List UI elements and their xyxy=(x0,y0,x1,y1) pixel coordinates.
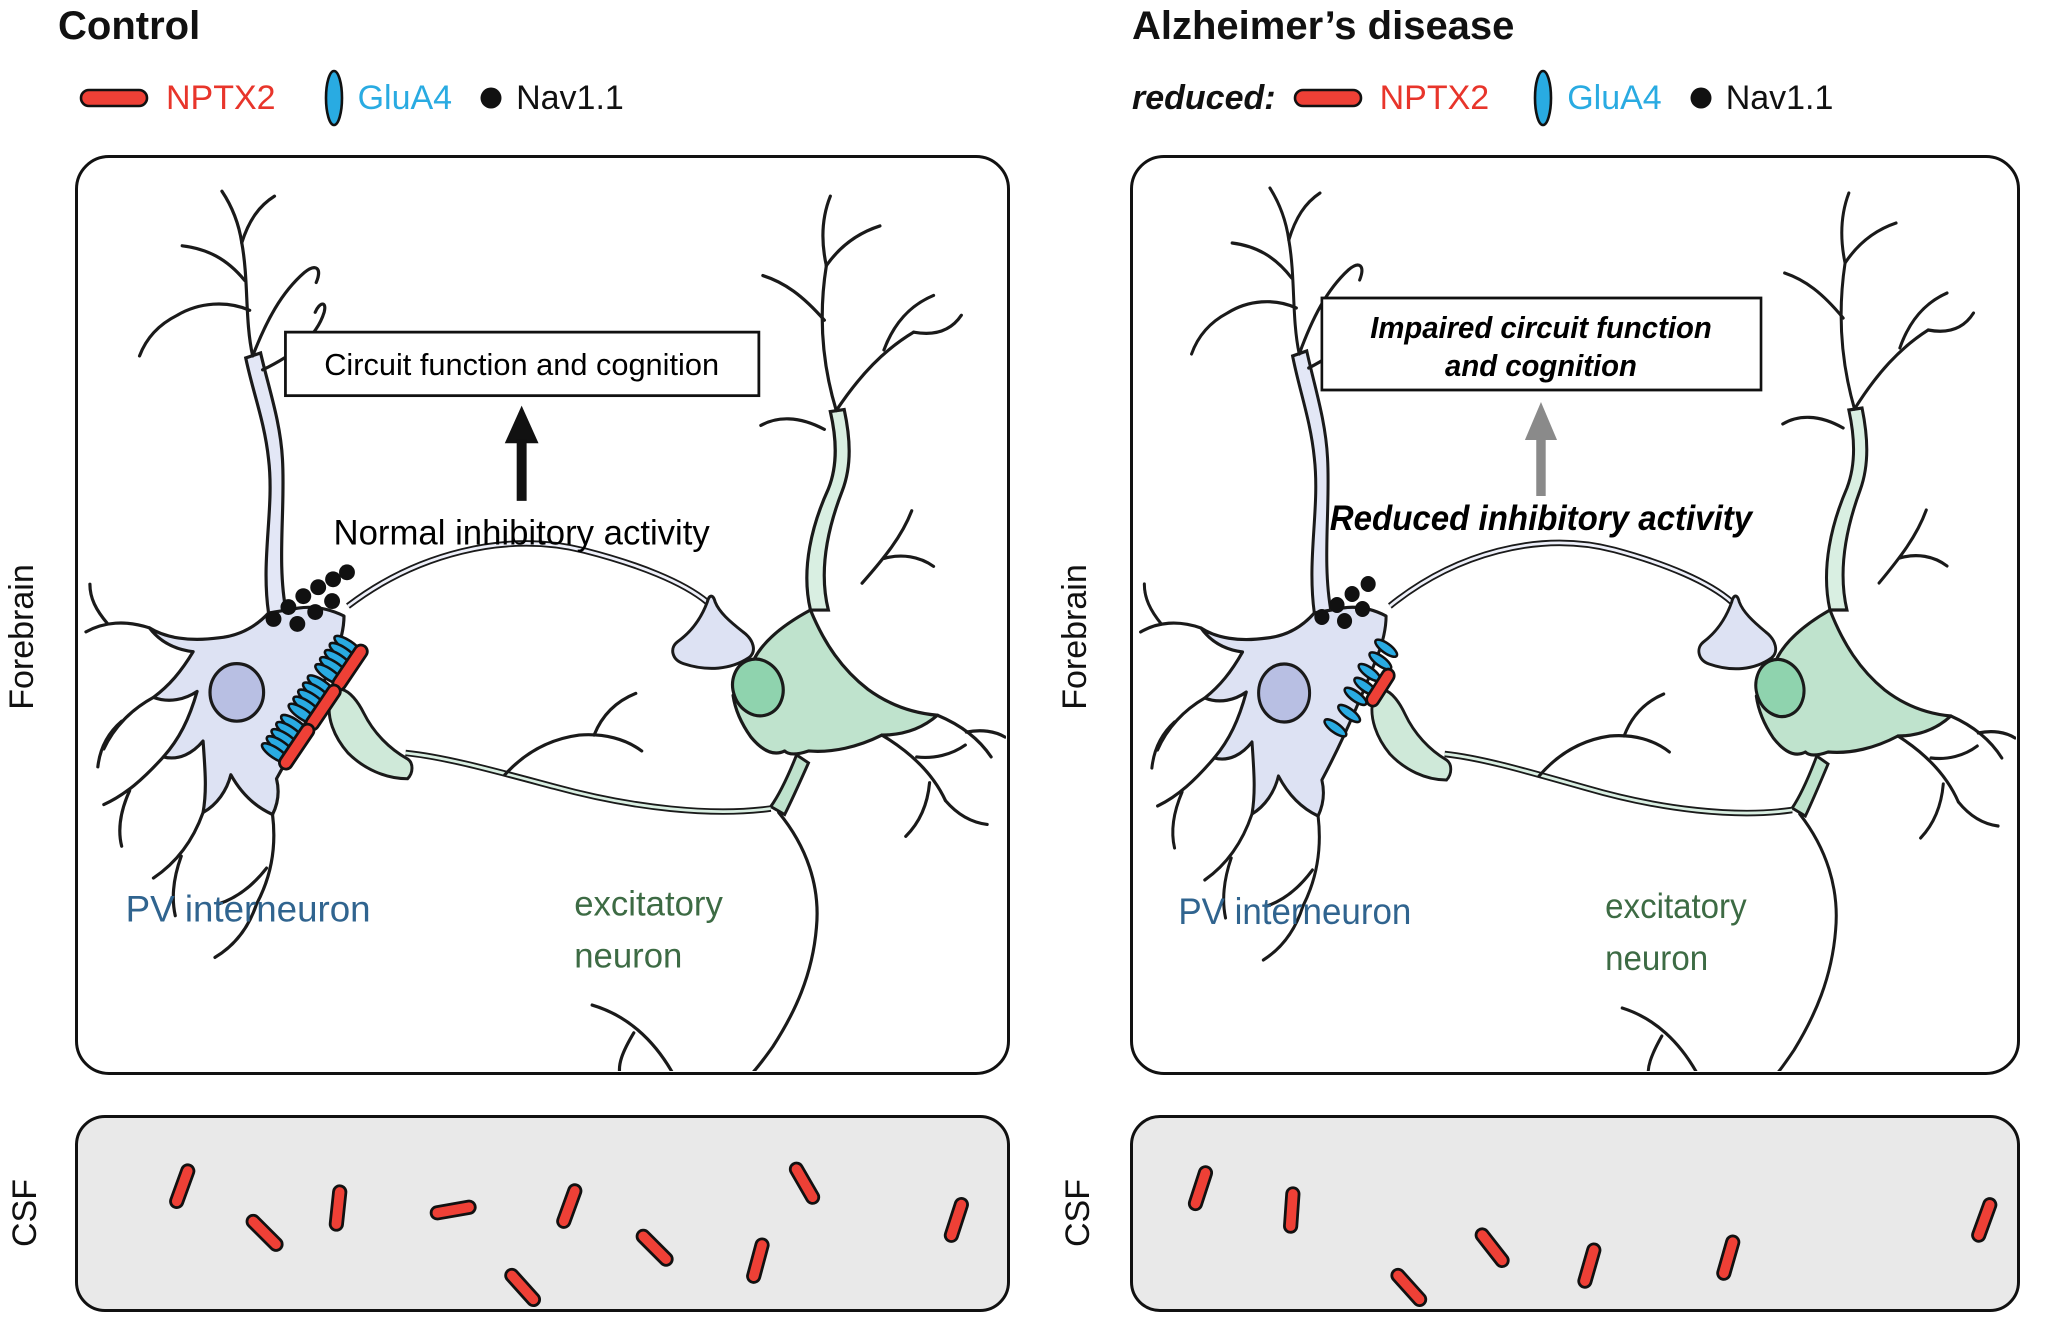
left-csf-art xyxy=(169,1161,969,1308)
left-art: Circuit function and cognition Normal in… xyxy=(78,158,1006,1071)
left-activity-label: Normal inhibitory activity xyxy=(334,515,711,553)
legend-glua4-label: GluA4 xyxy=(357,78,453,117)
legend-glua4-label: GluA4 xyxy=(1567,78,1662,117)
left-csf-box xyxy=(75,1115,1010,1312)
right-csf-box xyxy=(1130,1115,2020,1312)
right-nptx2-group xyxy=(1365,667,1396,708)
left-csf-label: CSF xyxy=(6,1179,44,1247)
right-forebrain-label: Forebrain xyxy=(1056,564,1094,710)
glua4-oval-icon xyxy=(324,69,343,127)
right-excitatory-label-1: excitatory xyxy=(1605,887,1746,926)
right-glua4-group xyxy=(1323,638,1399,738)
right-textbox xyxy=(1320,296,1763,392)
left-forebrain-label: Forebrain xyxy=(3,564,41,710)
nptx2-rod-icon xyxy=(79,88,149,108)
glua4-oval-icon xyxy=(1533,69,1553,127)
right-forebrain-panel: Impaired circuit function and cognition … xyxy=(1130,155,2020,1075)
left-textbox-line1: Circuit function and cognition xyxy=(324,347,719,382)
left-nav-dots xyxy=(265,564,355,632)
left-nptx2-group xyxy=(278,643,369,771)
right-excitatory-label-2: neuron xyxy=(1605,939,1708,978)
right-csf-label: CSF xyxy=(1059,1179,1097,1247)
right-csf-art xyxy=(1187,1165,1998,1307)
left-legend: NPTX2 GluA4 Nav1.1 xyxy=(78,66,624,130)
left-pv-interneuron-label: PV interneuron xyxy=(126,889,371,930)
right-legend: reduced: NPTX2 GluA4 Nav1.1 xyxy=(1132,66,1833,130)
right-arrow xyxy=(1524,402,1558,496)
legend-reduced-label: reduced: xyxy=(1132,78,1276,117)
left-textbox xyxy=(284,330,761,398)
right-art: Impaired circuit function and cognition … xyxy=(1133,158,2016,1071)
right-activity-label: Reduced inhibitory activity xyxy=(1330,499,1754,538)
left-excitatory-label-1: excitatory xyxy=(574,886,723,924)
right-title: Alzheimer’s disease xyxy=(1132,4,1515,48)
right-pv-interneuron-label: PV interneuron xyxy=(1178,890,1411,932)
right-nav-dots xyxy=(1314,576,1376,629)
left-csf-rods xyxy=(169,1161,969,1308)
legend-nav11-label: Nav1.1 xyxy=(1725,78,1834,117)
right-csf-rods xyxy=(1187,1165,1998,1307)
left-forebrain-panel: Circuit function and cognition Normal in… xyxy=(75,155,1010,1075)
left-excitatory-label-2: neuron xyxy=(574,937,682,975)
nav11-dot-icon xyxy=(1690,87,1712,109)
nptx2-rod-icon xyxy=(1293,88,1362,108)
right-textbox-line1: Impaired circuit function xyxy=(1370,311,1711,345)
right-textbox-line2: and cognition xyxy=(1445,349,1637,383)
nav11-dot-icon xyxy=(480,87,502,109)
left-arrow xyxy=(504,405,539,501)
legend-nav11-label: Nav1.1 xyxy=(516,78,624,117)
legend-nptx2-label: NPTX2 xyxy=(166,78,276,117)
left-title: Control xyxy=(58,4,201,48)
legend-nptx2-label: NPTX2 xyxy=(1379,78,1490,117)
